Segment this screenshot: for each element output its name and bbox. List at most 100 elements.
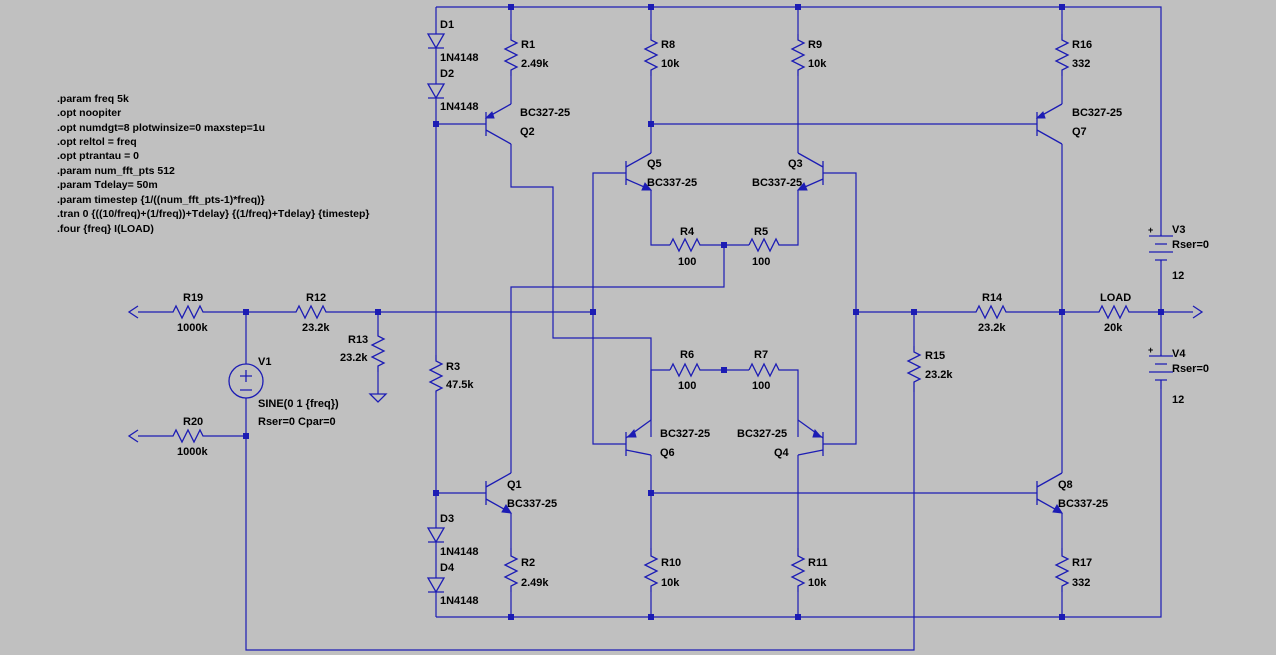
directive-line: .param freq 5k bbox=[57, 93, 129, 105]
label-v3-extra: Rser=0 bbox=[1172, 239, 1209, 251]
junction bbox=[1158, 309, 1164, 315]
spice-directives: .param freq 5k .opt noopiter .opt numdgt… bbox=[57, 93, 369, 235]
label-v4-name: V4 bbox=[1172, 348, 1186, 360]
voltage-source-v1 bbox=[228, 363, 264, 399]
resistor-r11 bbox=[790, 548, 806, 592]
junctions bbox=[243, 4, 1164, 620]
label-q1-value: BC337-25 bbox=[507, 498, 557, 510]
label-r5-name: R5 bbox=[754, 226, 768, 238]
junction bbox=[721, 242, 727, 248]
label-r12-value: 23.2k bbox=[302, 322, 330, 334]
label-r15-value: 23.2k bbox=[925, 369, 953, 381]
label-r7-value: 100 bbox=[752, 380, 770, 392]
label-r3-name: R3 bbox=[446, 361, 460, 373]
label-d3-name: D3 bbox=[440, 513, 454, 525]
label-r16-name: R16 bbox=[1072, 39, 1092, 51]
resistor-r5 bbox=[748, 237, 782, 253]
junction bbox=[721, 367, 727, 373]
diode-d4 bbox=[426, 577, 446, 594]
label-r13-name: R13 bbox=[348, 334, 368, 346]
transistor-q3 bbox=[796, 152, 824, 191]
label-v4-extra: Rser=0 bbox=[1172, 363, 1209, 375]
junction bbox=[648, 490, 654, 496]
wire-q2-collector bbox=[510, 144, 652, 420]
label-r8-name: R8 bbox=[661, 39, 675, 51]
label-load-value: 20k bbox=[1104, 322, 1123, 334]
label-v1-extra: Rser=0 Cpar=0 bbox=[258, 416, 336, 428]
directive-line: .four {freq} I(LOAD) bbox=[57, 223, 154, 235]
label-r19-value: 1000k bbox=[177, 322, 208, 334]
resistors bbox=[167, 34, 1136, 592]
label-r17-value: 332 bbox=[1072, 577, 1090, 589]
label-r19-name: R19 bbox=[183, 292, 203, 304]
label-q3-value: BC337-25 bbox=[752, 177, 802, 189]
label-r8-value: 10k bbox=[661, 58, 680, 70]
transistor-q2 bbox=[484, 103, 512, 145]
label-d2-name: D2 bbox=[440, 68, 454, 80]
label-d2-value: 1N4148 bbox=[440, 101, 479, 113]
label-q4-name: Q4 bbox=[774, 447, 790, 459]
label-r6-value: 100 bbox=[678, 380, 696, 392]
label-r1-name: R1 bbox=[521, 39, 535, 51]
junction bbox=[243, 309, 249, 315]
transistor-q4 bbox=[797, 419, 824, 456]
directive-line: .opt numdgt=8 plotwinsize=0 maxstep=1u bbox=[57, 122, 265, 134]
wire-top-rail bbox=[436, 6, 1162, 234]
label-r9-value: 10k bbox=[808, 58, 827, 70]
junction bbox=[795, 614, 801, 620]
label-r10-name: R10 bbox=[661, 557, 681, 569]
junction bbox=[1059, 614, 1065, 620]
junction bbox=[375, 309, 381, 315]
diode-d3 bbox=[426, 527, 446, 544]
transistor-q8 bbox=[1036, 472, 1063, 514]
label-q2-name: Q2 bbox=[520, 126, 535, 138]
label-r15-name: R15 bbox=[925, 350, 945, 362]
transistors bbox=[484, 103, 1063, 514]
directive-line: .param timestep {1/((num_fft_pts-1)*freq… bbox=[57, 194, 265, 206]
label-d1-name: D1 bbox=[440, 19, 454, 31]
label-r1-value: 2.49k bbox=[521, 58, 549, 70]
output-port-arrow bbox=[1192, 305, 1204, 319]
diode-d2 bbox=[426, 83, 446, 100]
wire-v1-column bbox=[245, 312, 915, 651]
label-r20-value: 1000k bbox=[177, 446, 208, 458]
label-r13-value: 23.2k bbox=[340, 352, 368, 364]
junction bbox=[853, 309, 859, 315]
resistor-r10 bbox=[643, 548, 659, 592]
junction bbox=[433, 490, 439, 496]
directive-line: .param Tdelay= 50m bbox=[57, 179, 158, 191]
label-r3-value: 47.5k bbox=[446, 379, 474, 391]
resistor-r4 bbox=[669, 237, 703, 253]
label-r2-name: R2 bbox=[521, 557, 535, 569]
resistor-r14 bbox=[970, 304, 1013, 320]
wires bbox=[138, 6, 1193, 651]
input-port-arrow bbox=[127, 429, 139, 443]
label-q2-value: BC327-25 bbox=[520, 107, 570, 119]
resistor-r20 bbox=[167, 428, 210, 444]
resistor-r3 bbox=[428, 355, 444, 393]
resistor-r13 bbox=[370, 330, 386, 372]
label-r7-name: R7 bbox=[754, 349, 768, 361]
label-r14-value: 23.2k bbox=[978, 322, 1006, 334]
junction bbox=[243, 433, 249, 439]
label-r16-value: 332 bbox=[1072, 58, 1090, 70]
wire-q1-collector bbox=[510, 245, 725, 473]
svg-text:+: + bbox=[1148, 345, 1153, 355]
junction bbox=[648, 614, 654, 620]
diodes bbox=[426, 33, 446, 594]
label-q6-name: Q6 bbox=[660, 447, 675, 459]
label-r9-name: R9 bbox=[808, 39, 822, 51]
junction bbox=[590, 309, 596, 315]
label-r4-name: R4 bbox=[680, 226, 695, 238]
label-q8-value: BC337-25 bbox=[1058, 498, 1108, 510]
transistor-q1 bbox=[485, 472, 512, 514]
label-v1-name: V1 bbox=[258, 356, 271, 368]
label-q7-value: BC327-25 bbox=[1072, 107, 1122, 119]
transistor-q6 bbox=[625, 419, 652, 456]
ports bbox=[127, 305, 1204, 443]
svg-text:+: + bbox=[1148, 225, 1153, 235]
resistor-r19 bbox=[167, 304, 210, 320]
resistor-r1 bbox=[503, 34, 519, 76]
label-q8-name: Q8 bbox=[1058, 479, 1073, 491]
